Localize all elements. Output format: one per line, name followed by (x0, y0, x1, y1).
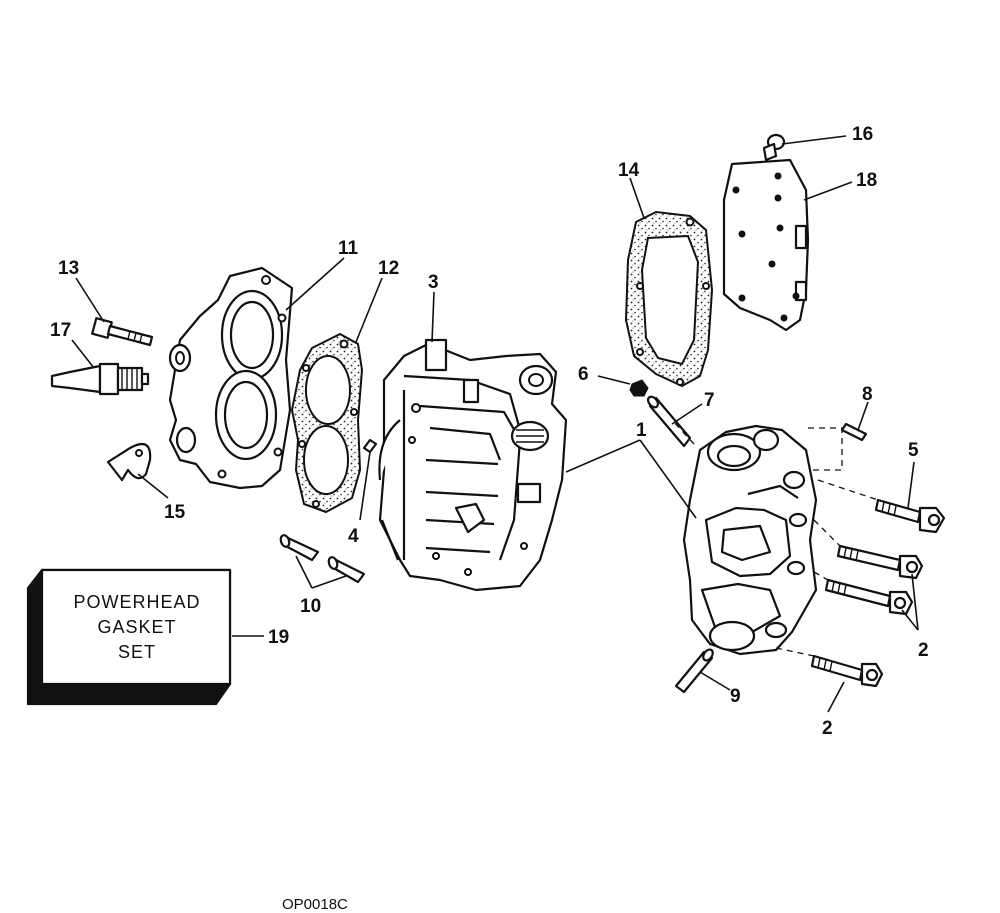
bolt-5 (874, 498, 946, 534)
dowel-pins (279, 534, 366, 584)
gasket-set-box: POWERHEAD GASKET SET (26, 568, 232, 706)
leader-lines (71, 135, 919, 713)
callout-19: 19 (268, 627, 289, 648)
head-gasket (291, 333, 363, 513)
pin-8 (840, 422, 868, 442)
locating-pin (362, 438, 378, 454)
callout-2a: 2 (918, 640, 929, 661)
dowel-pin-7 (646, 395, 692, 448)
exhaust-gasket (625, 211, 713, 387)
callout-labels: 1 2 2 3 4 5 6 7 8 9 10 11 12 13 14 15 16… (50, 124, 929, 739)
callout-12: 12 (378, 258, 399, 279)
callout-1: 1 (636, 420, 647, 441)
cover-screw (762, 133, 786, 162)
exhaust-cover (722, 158, 810, 332)
gasket-set-line-2: GASKET (97, 617, 176, 637)
assembly-lines (671, 419, 879, 657)
callout-8: 8 (862, 384, 873, 405)
callout-13: 13 (58, 258, 79, 279)
figure-code: OP0018C (282, 896, 348, 913)
crankcase (682, 424, 818, 656)
callout-17: 17 (50, 320, 71, 341)
callout-14: 14 (618, 160, 640, 181)
gasket-set-line-1: POWERHEAD (73, 592, 200, 612)
pin-9 (674, 648, 714, 694)
head-bolt (91, 317, 154, 347)
callout-18: 18 (856, 170, 877, 191)
callout-3: 3 (428, 272, 439, 293)
callout-15: 15 (164, 502, 186, 523)
callout-16: 16 (852, 124, 873, 145)
callout-10: 10 (300, 596, 321, 617)
cylinder-head (168, 266, 294, 490)
callout-11: 11 (338, 238, 359, 259)
callout-9: 9 (730, 686, 741, 707)
callout-2b: 2 (822, 718, 833, 739)
callout-4: 4 (348, 526, 359, 547)
wire-clip (106, 442, 152, 482)
callout-7: 7 (704, 390, 715, 411)
callout-6: 6 (578, 364, 589, 385)
bolts-2 (810, 544, 924, 688)
gasket-set-line-3: SET (118, 642, 156, 662)
cylinder-block (378, 338, 568, 592)
small-nut (629, 379, 649, 397)
spark-plug (50, 362, 150, 396)
callout-5: 5 (908, 440, 919, 461)
